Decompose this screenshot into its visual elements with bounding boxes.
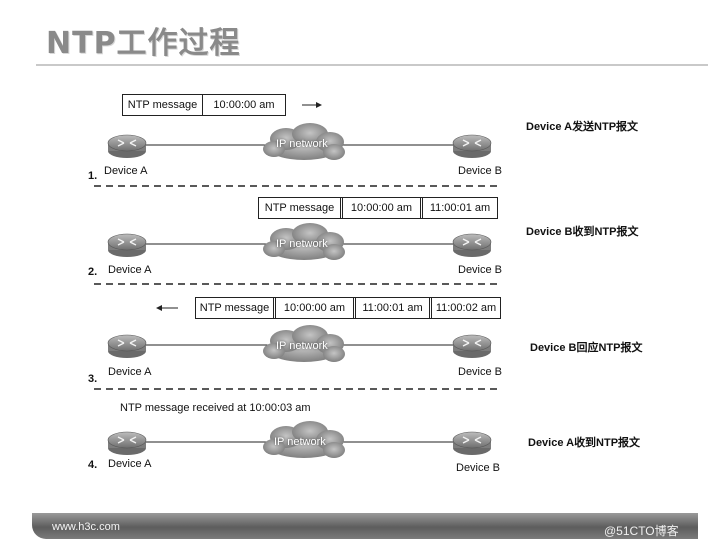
- router-icon: [107, 431, 147, 456]
- message-field: 10:00:00 am: [343, 198, 423, 218]
- device-b-label: Device B: [458, 165, 503, 177]
- cloud-label: IP network: [274, 436, 326, 448]
- router-icon: [107, 334, 147, 359]
- footer-url: www.h3c.com: [52, 521, 120, 533]
- message-field: 11:00:02 am: [435, 302, 497, 314]
- step-number: 1.: [88, 170, 98, 182]
- title-divider: [36, 64, 708, 66]
- message-field: NTP message: [259, 198, 343, 218]
- device-a-label: Device A: [108, 366, 152, 378]
- arrowhead-icon: [156, 305, 162, 311]
- message-field: 10:00:00 am: [276, 298, 356, 318]
- message-field: 11:00:01 am: [429, 202, 491, 214]
- message-field: NTP message: [196, 298, 276, 318]
- step-caption: Device A发送NTP报文: [526, 121, 639, 133]
- ntp-message-box-3: NTP message 10:00:00 am 11:00:01 am 11:0…: [195, 297, 501, 319]
- step-caption: Device B收到NTP报文: [526, 226, 639, 238]
- ntp-message-box-1: NTP message 10:00:00 am: [122, 94, 286, 116]
- step-caption: Device A收到NTP报文: [528, 437, 641, 449]
- message-field: 10:00:00 am: [213, 99, 275, 111]
- router-icon: [107, 134, 147, 159]
- router-icon: [452, 233, 492, 258]
- slide-title: NTP工作过程: [46, 26, 241, 61]
- cloud-label: IP network: [276, 238, 328, 250]
- step-number: 2.: [88, 266, 98, 278]
- router-icon: [452, 431, 492, 456]
- device-a-label: Device A: [104, 165, 148, 177]
- device-a-label: Device A: [108, 264, 152, 276]
- arrowhead-icon: [316, 102, 322, 108]
- device-b-label: Device B: [458, 264, 503, 276]
- device-a-label: Device A: [108, 458, 152, 470]
- step-caption: Device B回应NTP报文: [530, 342, 643, 354]
- step-number: 4.: [88, 459, 98, 471]
- watermark: @51CTO博客: [604, 524, 679, 538]
- ntp-message-box-2: NTP message 10:00:00 am 11:00:01 am: [258, 197, 498, 219]
- message-field: NTP message: [123, 95, 203, 115]
- step-number: 3.: [88, 373, 98, 385]
- footer-bar: [32, 513, 698, 539]
- message-field: 11:00:01 am: [356, 298, 432, 318]
- router-icon: [452, 134, 492, 159]
- cloud-label: IP network: [276, 138, 328, 150]
- received-note: NTP message received at 10:00:03 am: [120, 402, 311, 414]
- device-b-label: Device B: [458, 366, 503, 378]
- device-b-label: Device B: [456, 462, 501, 474]
- router-icon: [107, 233, 147, 258]
- cloud-label: IP network: [276, 340, 328, 352]
- router-icon: [452, 334, 492, 359]
